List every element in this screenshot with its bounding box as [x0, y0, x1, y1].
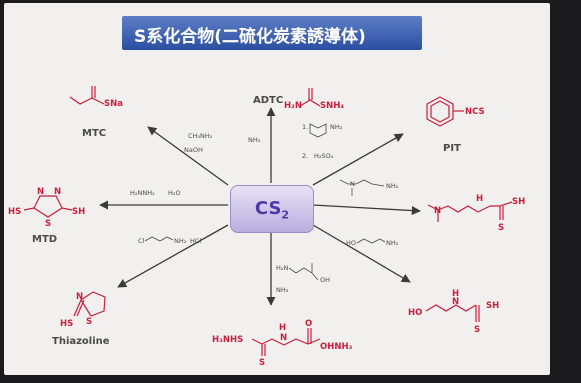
arrow-to-dimethylaminoethyl	[312, 204, 421, 216]
adtc-left-group: H₂N	[284, 101, 302, 111]
reagent-thz-nh2: NH₂	[174, 237, 187, 245]
reagent-dm-chain	[339, 179, 385, 187]
pit-group: NCS	[465, 107, 485, 117]
reagent-thz-cl: Cl	[138, 237, 145, 245]
he-h: H	[452, 289, 459, 299]
reagent-ethanolamine-chain	[356, 238, 386, 244]
thz-s: S	[86, 317, 92, 327]
reagent-chloroethylamine-chain	[144, 236, 174, 242]
label-thiazoline: Thiazoline	[52, 336, 110, 347]
label-mtd: MTD	[32, 234, 57, 245]
reagent-aniline-ring	[309, 123, 327, 138]
gly-right: OHNH₃	[320, 342, 353, 352]
molecule-mtc	[69, 86, 105, 105]
reagent-adtc-ammonia: NH₃	[248, 136, 261, 144]
mtc-group: SNa	[104, 99, 123, 109]
he-s: S	[474, 325, 480, 335]
arrow-to-hydroxyethyl	[312, 224, 411, 283]
molecule-hydroxyethyl	[425, 304, 480, 322]
reagent-pit-acid: H₂SO₄	[314, 152, 334, 160]
dm-nh: H	[476, 194, 483, 204]
reagent-mtc-amine: CH₃NH₂	[188, 132, 213, 140]
cs2-formula: CS2	[231, 186, 313, 232]
label-pit: PIT	[443, 143, 461, 154]
reagent-glycine-chain	[288, 267, 319, 281]
arrow-to-pit	[312, 133, 404, 186]
he-n: N	[452, 297, 459, 307]
mtd-sh-left: HS	[8, 207, 21, 217]
mtd-atom-n2: N	[54, 187, 61, 197]
reagent-thz-hcl: HCl	[190, 237, 201, 245]
dm-n: N	[434, 206, 441, 216]
mtd-atom-n1: N	[37, 187, 44, 197]
dm-s: S	[498, 223, 504, 233]
reagent-he-ho: HO	[346, 239, 356, 247]
mtd-sh-right: SH	[72, 207, 85, 217]
reagent-gly-oh: OH	[320, 276, 330, 284]
molecule-adtc	[299, 88, 321, 107]
gly-s: S	[259, 358, 265, 368]
label-adtc: ADTC	[253, 95, 283, 106]
arrow-to-mtc	[147, 126, 229, 186]
reagent-pit-aniline-nh2: NH₂	[330, 123, 343, 131]
cs2-subscript: 2	[281, 208, 290, 222]
mtd-atom-s: S	[45, 219, 51, 229]
reagent-dm-nh2: NH₂	[386, 182, 399, 190]
reagent-mtd-hydrazine: H₂NNH₂	[130, 189, 155, 197]
cs2-main: CS	[254, 198, 282, 219]
molecule-glycine-dtc	[251, 328, 321, 356]
arrow-to-thiazoline	[117, 224, 229, 288]
gly-h: H	[279, 323, 286, 333]
gly-o: O	[305, 319, 312, 329]
reagent-mtc-base: NaOH	[184, 146, 203, 154]
molecule-pit	[426, 96, 464, 127]
reagent-mtd-water: H₂O	[168, 189, 181, 197]
reagent-pit-step1: 1.	[302, 123, 308, 131]
molecule-dimethylaminoethyl	[427, 201, 513, 222]
label-mtc: MTC	[82, 128, 106, 139]
he-ho: HO	[408, 308, 422, 318]
thz-hs: HS	[60, 319, 73, 329]
molecule-thiazoline	[73, 291, 106, 317]
reagent-he-nh2: NH₂	[386, 239, 399, 247]
gly-left: H₃NHS	[212, 335, 243, 345]
cs2-center-box: CS2	[230, 185, 314, 233]
reagent-gly-h2n: H₂N	[276, 264, 288, 272]
reagent-gly-nh3: NH₃	[276, 286, 289, 294]
reagent-pit-step2: 2.	[302, 152, 308, 160]
thz-n: N	[76, 292, 83, 302]
slide-title: S系化合物(二硫化炭素誘導体)	[134, 27, 366, 47]
title-bar: S系化合物(二硫化炭素誘導体)	[122, 16, 422, 50]
dm-sh: SH	[512, 197, 525, 207]
he-sh: SH	[486, 301, 499, 311]
gly-n: N	[280, 333, 287, 343]
adtc-right-group: SNH₄	[320, 101, 344, 111]
molecule-mtd	[23, 195, 73, 218]
